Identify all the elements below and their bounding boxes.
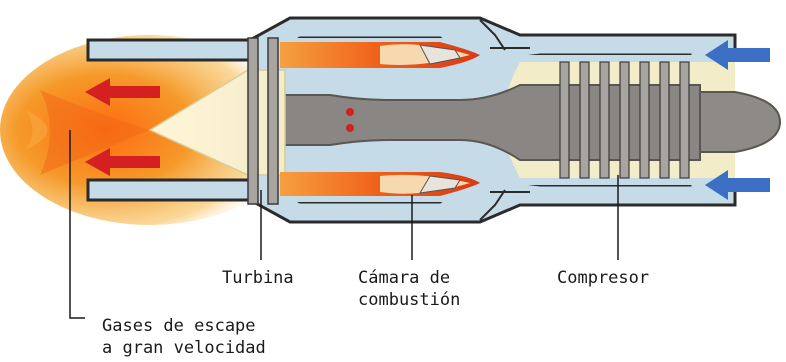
exhaust-gases-label-line2: a gran velocidad	[102, 338, 266, 359]
nose-cone	[700, 92, 780, 152]
combustion-chamber-label-line1: Cámara de	[358, 268, 450, 289]
compressor-label: Compresor	[557, 268, 649, 289]
compressor-blade-stage	[660, 62, 669, 178]
compressor-blade-stage	[640, 62, 649, 178]
combustion-chamber-label-line2: combustión	[358, 290, 460, 311]
combustion-flame-top	[280, 42, 480, 68]
combustion-flame-bottom	[280, 172, 480, 196]
exhaust-gases-label-line1: Gases de escape	[102, 316, 256, 337]
compressor-blade-stage	[620, 62, 629, 178]
compressor-blade-stage	[560, 62, 569, 178]
compressor-blade-stage	[600, 62, 609, 178]
compressor-blade-stage	[680, 62, 689, 178]
turbine-label: Turbina	[222, 268, 294, 289]
compressor-blade-stage	[580, 62, 589, 178]
